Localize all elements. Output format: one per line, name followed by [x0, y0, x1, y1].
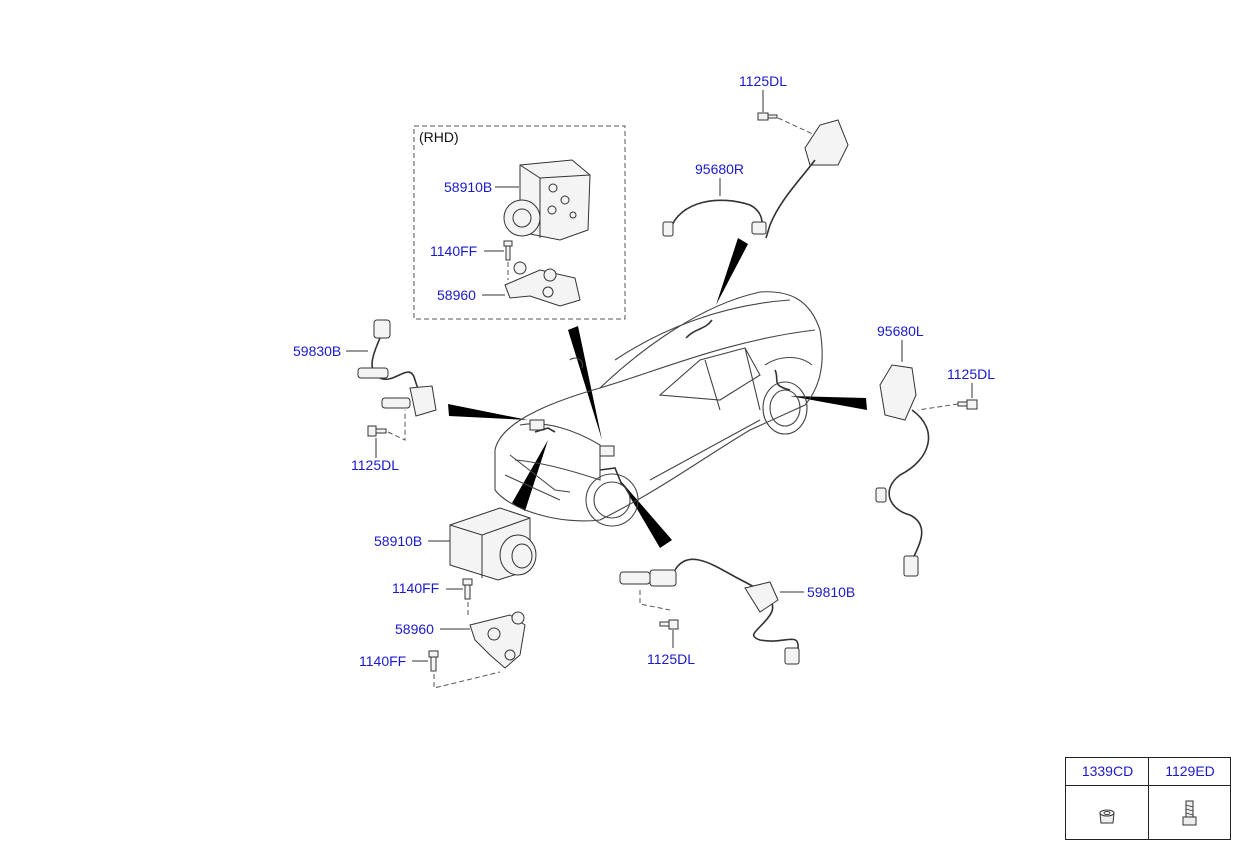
- label-rhd-58910B[interactable]: 58910B: [444, 179, 492, 195]
- sensor-95680R-part[interactable]: [662, 199, 767, 237]
- left-bolt-1125DL-part[interactable]: [367, 425, 387, 437]
- pointer-wedge-abs: [512, 440, 548, 511]
- label-left-1125DL[interactable]: 1125DL: [351, 457, 399, 473]
- rhd-group-box: [413, 125, 626, 320]
- label-95680L[interactable]: 95680L: [877, 323, 924, 339]
- main-abs-module-part[interactable]: [449, 507, 537, 581]
- pointer-wedge-rhd: [568, 326, 602, 440]
- label-top-1125DL[interactable]: 1125DL: [739, 73, 787, 89]
- rhd-bolt-1140FF-part[interactable]: [503, 240, 513, 261]
- right-bolt-1125DL-part[interactable]: [957, 399, 978, 410]
- label-95680R[interactable]: 95680R: [695, 161, 744, 177]
- legend-code-2[interactable]: 1129ED: [1149, 758, 1231, 786]
- pointer-wedge-front-right: [620, 480, 672, 548]
- label-rhd-58960[interactable]: 58960: [437, 287, 476, 303]
- pointer-wedge-front-left-sensor: [448, 404, 528, 420]
- label-59810B[interactable]: 59810B: [807, 584, 855, 600]
- pointer-wedge-rear-left: [790, 396, 867, 410]
- legend-table: 1339CD 1129ED: [1065, 757, 1231, 840]
- legend-column-2: 1129ED: [1148, 758, 1231, 839]
- label-right-1125DL[interactable]: 1125DL: [947, 366, 995, 382]
- vehicle-outline: [494, 291, 823, 527]
- label-bottom-1125DL[interactable]: 1125DL: [647, 651, 695, 667]
- label-59830B[interactable]: 59830B: [293, 343, 341, 359]
- legend-column-1: 1339CD: [1066, 758, 1149, 839]
- rear-right-sensor-bracket-part[interactable]: [765, 119, 849, 239]
- main-bolt-1140FF-b-part[interactable]: [428, 650, 439, 672]
- rhd-abs-module-part[interactable]: [503, 159, 591, 241]
- rhd-title: (RHD): [419, 129, 459, 145]
- top-bolt-1125DL-part[interactable]: [757, 112, 778, 121]
- sensor-59810B-part[interactable]: [619, 558, 800, 665]
- label-main-58910B[interactable]: 58910B: [374, 533, 422, 549]
- label-main-58960[interactable]: 58960: [395, 621, 434, 637]
- rhd-bracket-58960-part[interactable]: [504, 261, 581, 307]
- sensor-59830B-part[interactable]: [357, 319, 437, 417]
- label-main-1140FF-a[interactable]: 1140FF: [392, 580, 439, 596]
- main-bolt-1140FF-a-part[interactable]: [462, 578, 473, 600]
- sensor-95680L-part[interactable]: [875, 364, 930, 577]
- label-rhd-1140FF[interactable]: 1140FF: [430, 243, 477, 259]
- bottom-bolt-1125DL-part[interactable]: [659, 619, 679, 630]
- nut-icon: [1066, 785, 1149, 839]
- bolt-icon: [1149, 785, 1231, 839]
- label-main-1140FF-b[interactable]: 1140FF: [359, 653, 406, 669]
- main-bracket-58960-part[interactable]: [469, 611, 526, 669]
- pointer-wedge-rear-right: [716, 238, 748, 305]
- legend-code-1[interactable]: 1339CD: [1066, 758, 1149, 786]
